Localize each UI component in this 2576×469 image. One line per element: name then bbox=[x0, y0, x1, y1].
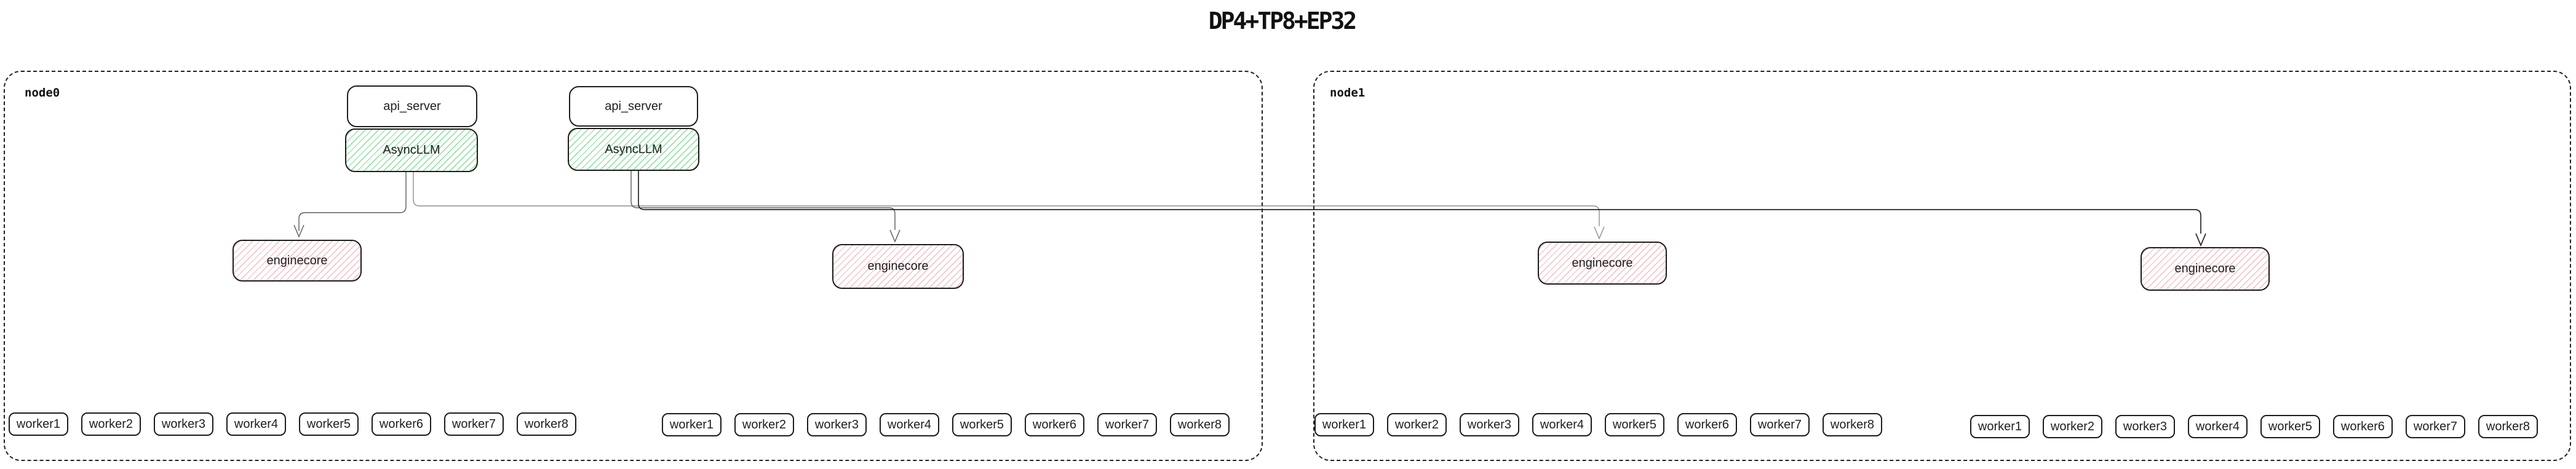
node0-group0-worker-box-2: worker2 bbox=[81, 412, 141, 436]
node1-group0-worker-box-6: worker6 bbox=[1677, 413, 1737, 436]
node0-group1-worker-box-8: worker8 bbox=[1170, 413, 1230, 436]
asyncllm-box-0: AsyncLLM bbox=[345, 128, 478, 172]
node0-group0-worker-box-1: worker1 bbox=[9, 412, 68, 436]
api-server-box-0: api_server bbox=[347, 85, 477, 127]
node0-group0-worker-box-7: worker7 bbox=[444, 412, 504, 436]
node0-group1-worker-box-7: worker7 bbox=[1097, 413, 1157, 436]
node0-group1-worker-box-2: worker2 bbox=[734, 413, 794, 436]
node0-group0-worker-box-6: worker6 bbox=[372, 412, 431, 436]
node0-group0-worker-box-8: worker8 bbox=[517, 412, 576, 436]
node0-enginecore-box-1: enginecore bbox=[832, 244, 964, 289]
node1-enginecore-box-0: enginecore bbox=[1538, 242, 1667, 285]
node1-group0-worker-box-4: worker4 bbox=[1532, 413, 1592, 436]
node0-group1-worker-box-1: worker1 bbox=[662, 413, 722, 436]
page-title: DP4+TP8+EP32 bbox=[1208, 7, 1358, 34]
node1-group0-worker-box-3: worker3 bbox=[1460, 413, 1519, 436]
node1-group1-worker-box-6: worker6 bbox=[2333, 415, 2393, 438]
node1-group0-worker-box-5: worker5 bbox=[1605, 413, 1664, 436]
node1-label: node1 bbox=[1330, 86, 1366, 100]
node0-group0-worker-box-4: worker4 bbox=[226, 412, 286, 436]
node1-group1-worker-box-2: worker2 bbox=[2043, 415, 2102, 438]
node0-enginecore-box-0: enginecore bbox=[233, 240, 362, 282]
node1-group0-worker-box-7: worker7 bbox=[1750, 413, 1810, 436]
node1-group1-worker-box-1: worker1 bbox=[1970, 415, 2030, 438]
node0-group0-worker-box-5: worker5 bbox=[299, 412, 359, 436]
node0-group1-worker-box-4: worker4 bbox=[880, 413, 939, 436]
node1-group0-worker-box-8: worker8 bbox=[1823, 413, 1882, 436]
api-server-box-1: api_server bbox=[569, 86, 698, 127]
node1-frame bbox=[1313, 71, 2571, 461]
node1-group1-worker-box-8: worker8 bbox=[2478, 415, 2538, 438]
node1-group0-worker-box-2: worker2 bbox=[1387, 413, 1447, 436]
node0-group0-worker-box-3: worker3 bbox=[154, 412, 213, 436]
node0-group1-worker-box-3: worker3 bbox=[807, 413, 867, 436]
node1-enginecore-box-1: enginecore bbox=[2141, 247, 2270, 291]
node0-label: node0 bbox=[25, 86, 60, 100]
node0-group1-worker-box-6: worker6 bbox=[1025, 413, 1084, 436]
node1-group0-worker-box-1: worker1 bbox=[1314, 413, 1374, 436]
node0-group1-worker-box-5: worker5 bbox=[952, 413, 1012, 436]
node1-group1-worker-box-7: worker7 bbox=[2406, 415, 2465, 438]
asyncllm-box-1: AsyncLLM bbox=[568, 128, 699, 171]
node1-group1-worker-box-5: worker5 bbox=[2260, 415, 2320, 438]
node0-frame bbox=[4, 71, 1263, 461]
node1-group1-worker-box-3: worker3 bbox=[2115, 415, 2175, 438]
node1-group1-worker-box-4: worker4 bbox=[2188, 415, 2248, 438]
